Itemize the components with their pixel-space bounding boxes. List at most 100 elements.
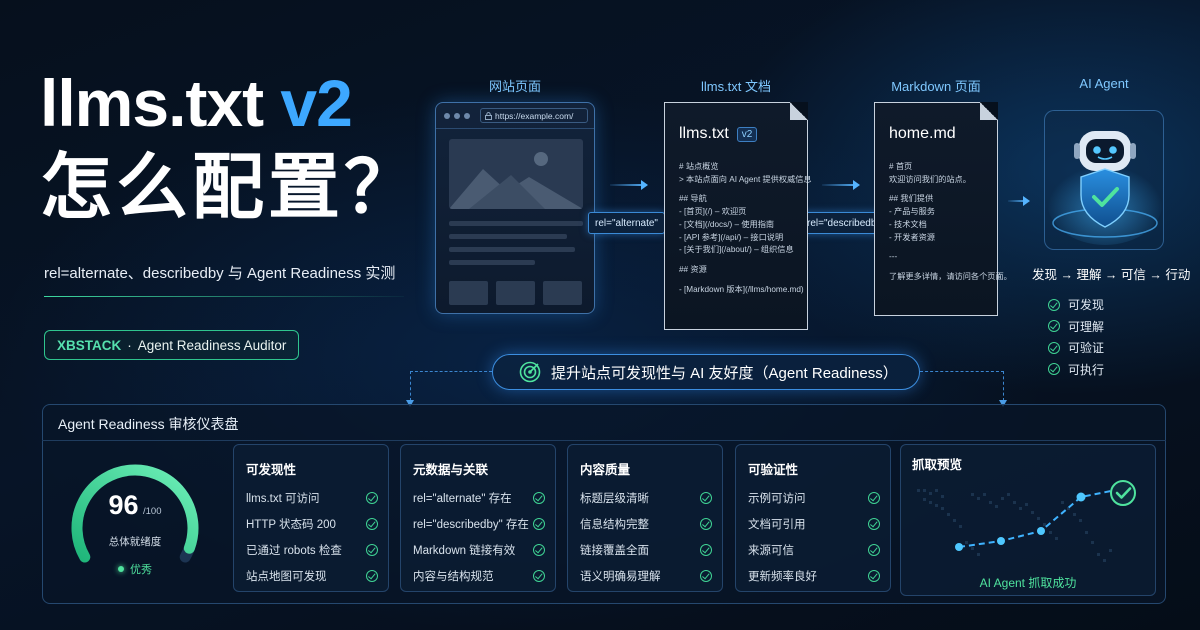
- column-label-website: 网站页面: [488, 79, 541, 94]
- llms-doc-body: # 站点概览 > 本站点面向 AI Agent 提供权威信息 ## 导航 - […: [679, 161, 812, 296]
- crawl-map-illustration: [917, 480, 1136, 562]
- metric-item: 链接覆盖全面: [580, 537, 712, 563]
- score-grade: 优秀: [60, 561, 210, 577]
- page-fold-icon: [980, 102, 998, 120]
- rel-alternate-chip: rel="alternate": [588, 212, 665, 234]
- check-circle-icon: [868, 492, 880, 504]
- browser-toolbar: https://example.com/: [436, 103, 594, 129]
- check-circle-icon: [700, 544, 712, 556]
- page-fold-icon: [790, 102, 808, 120]
- gauge-fill: [71, 464, 199, 563]
- metric-item: 已通过 robots 检查: [246, 537, 378, 563]
- doc-line: - [Markdown 版本](/llms/home.md): [679, 284, 804, 294]
- check-circle-icon: [366, 518, 378, 530]
- check-circle-icon: [366, 570, 378, 582]
- doc-line: 了解更多详情，请访问各个页面。: [889, 271, 1012, 281]
- agent-check-list: 可发现 可理解 可验证 可执行: [1048, 294, 1104, 380]
- banner-text: 提升站点可发现性与 AI 友好度（Agent Readiness）: [551, 364, 898, 382]
- crawl-preview-panel: [900, 444, 1156, 596]
- doc-line: - [文档](/docs/) – 使用指南: [679, 219, 775, 229]
- agent-check-item: 可执行: [1048, 359, 1104, 381]
- doc-line: ## 资源: [679, 264, 707, 274]
- connector-line: [920, 371, 1004, 372]
- check-circle-icon: [700, 570, 712, 582]
- llms-doc-filename: llms.txt: [679, 125, 729, 142]
- connector-line: [410, 371, 492, 372]
- hero-subtitle: 怎么配置？: [40, 148, 421, 228]
- score-number: 96: [108, 490, 139, 520]
- doc-line: ---: [889, 252, 898, 262]
- version-badge: v2: [736, 126, 758, 142]
- metric-item: 站点地图可发现: [246, 563, 378, 589]
- connector-arrow-icon: [406, 371, 414, 407]
- check-circle-icon: [700, 518, 712, 530]
- doc-line: # 站点概览: [679, 162, 719, 171]
- metric-item: 内容与结构规范: [413, 563, 545, 589]
- metric-card-content-quality: 内容质量 标题层级清晰 信息结构完整 链接覆盖全面 语义明确易理解: [567, 444, 723, 592]
- hero-title-main: llms.txt: [40, 66, 281, 140]
- check-circle-icon: [1048, 341, 1060, 354]
- check-circle-icon: [700, 492, 712, 504]
- window-dot-icon: [454, 112, 460, 119]
- landscape-image-icon: [449, 152, 583, 209]
- doc-line: > 本站点面向 AI Agent 提供权威信息: [679, 174, 812, 184]
- dashboard-title: Agent Readiness 审核仪表盘: [58, 416, 239, 432]
- check-circle-icon: [868, 544, 880, 556]
- doc-line: ## 导航: [679, 194, 707, 204]
- doc-line: - 开发者资源: [889, 232, 935, 242]
- metric-item: 来源可信: [748, 537, 880, 563]
- metric-item: rel="alternate" 存在: [413, 485, 545, 511]
- thumbnail-placeholders: [449, 281, 582, 305]
- check-circle-icon: [533, 518, 545, 530]
- doc-line: # 首页: [889, 162, 913, 171]
- check-circle-icon: [1048, 320, 1060, 333]
- check-circle-icon: [533, 492, 545, 504]
- metric-card-metadata: 元数据与关联 rel="alternate" 存在 rel="described…: [400, 444, 556, 592]
- doc-line: 欢迎访问我们的站点。: [889, 174, 971, 184]
- crawl-success-label: AI Agent 抓取成功: [979, 576, 1077, 590]
- text-placeholder: [449, 221, 583, 273]
- metric-item: 文档可引用: [748, 511, 880, 537]
- md-doc-body: # 首页 欢迎访问我们的站点。 ## 我们提供 - 产品与服务 - 技术文档 -…: [889, 161, 1012, 284]
- lock-icon: [485, 111, 492, 120]
- markdown-document: home.md # 首页 欢迎访问我们的站点。 ## 我们提供 - 产品与服务 …: [874, 102, 1012, 316]
- flow-arrow-icon: [610, 180, 648, 190]
- md-doc-title: home.md: [889, 125, 956, 142]
- flow-arrow-icon: [822, 180, 860, 190]
- check-circle-icon: [533, 544, 545, 556]
- check-circle-icon: [533, 570, 545, 582]
- metric-title: 可验证性: [748, 463, 799, 477]
- check-circle-icon: [366, 492, 378, 504]
- llms-txt-document: llms.txt v2 # 站点概览 > 本站点面向 AI Agent 提供权威…: [664, 102, 812, 330]
- address-url: https://example.com/: [495, 110, 574, 121]
- hero-title: llms.txt v2: [40, 70, 353, 136]
- doc-line: - [关于我们](/about/) – 组织信息: [679, 245, 794, 255]
- address-bar[interactable]: https://example.com/: [480, 108, 588, 123]
- readiness-banner: 提升站点可发现性与 AI 友好度（Agent Readiness）: [492, 354, 920, 390]
- status-dot-icon: [118, 566, 124, 572]
- brand-product: Agent Readiness Auditor: [137, 337, 287, 353]
- llms-doc-title: llms.txt v2: [679, 125, 758, 143]
- ai-agent-panel: [1044, 110, 1164, 250]
- metric-item: 信息结构完整: [580, 511, 712, 537]
- score-label: 总体就绪度: [108, 536, 162, 548]
- brand-badge[interactable]: XBSTACK · Agent Readiness Auditor: [44, 330, 300, 360]
- score-gauge: [60, 456, 210, 586]
- metric-item: rel="describedby" 存在: [413, 511, 545, 537]
- metric-item: 示例可访问: [748, 485, 880, 511]
- column-label-agent: AI Agent: [1079, 76, 1129, 91]
- column-label-llms: llms.txt 文档: [700, 79, 772, 94]
- check-circle-icon: [366, 544, 378, 556]
- score-value: 96 /100: [60, 490, 210, 521]
- metric-title: 内容质量: [580, 463, 631, 477]
- brand-name: XBSTACK: [57, 337, 122, 353]
- score-max: /100: [143, 506, 162, 517]
- image-placeholder: [449, 139, 583, 209]
- doc-line: - 技术文档: [889, 219, 927, 229]
- window-dot-icon: [444, 112, 450, 119]
- browser-window: https://example.com/: [435, 102, 595, 314]
- metric-item: llms.txt 可访问: [246, 485, 378, 511]
- doc-line: - [API 参考](/api/) – 接口说明: [679, 232, 784, 242]
- agent-check-item: 可发现: [1048, 294, 1104, 316]
- agent-check-item: 可理解: [1048, 316, 1104, 338]
